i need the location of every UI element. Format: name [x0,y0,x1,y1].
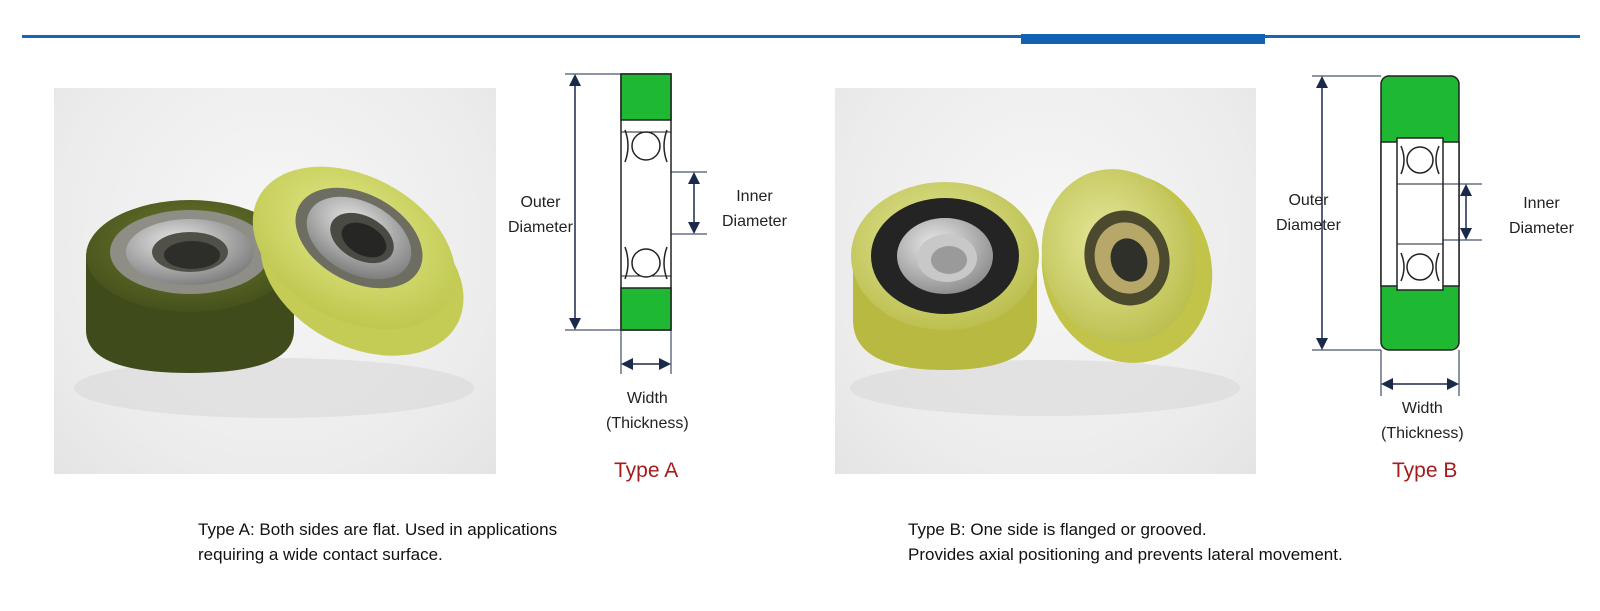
top-rule [22,35,1580,38]
type-a-width-label-line2: (Thickness) [606,415,689,432]
type-a-outer-label-line1: Outer [520,194,561,211]
type-a-caption-line2: requiring a wide contact surface. [198,545,443,564]
type-b-caption: Type B: One side is flanged or grooved. … [908,517,1343,567]
photo-type-a [54,88,496,474]
diagram-type-b [1260,60,1600,470]
type-a-outer-label-line2: Diameter [508,219,573,236]
type-b-caption-line1: Type B: One side is flanged or grooved. [908,520,1207,539]
type-b-outer-label-line1: Outer [1288,192,1329,209]
type-b-caption-line2: Provides axial positioning and prevents … [908,545,1343,564]
type-b-width-label-line1: Width [1401,400,1443,417]
type-a-outer-diameter-label: Outer Diameter [508,190,573,240]
type-a-title: Type A [614,459,679,482]
diagram-type-a-drawing [565,73,707,374]
type-a-width-label-line1: Width [626,390,668,407]
diagram-type-b-drawing [1312,75,1482,396]
type-b-inner-label-line1: Inner [1523,195,1560,212]
type-a-inner-diameter-label: Inner Diameter [722,184,787,234]
type-a-inner-label-line1: Inner [736,188,773,205]
type-b-inner-diameter-label: Inner Diameter [1509,191,1574,241]
type-a-inner-label-line2: Diameter [722,213,787,230]
photo-type-b [835,88,1256,474]
photo-type-a-drawing [74,166,474,418]
photo-type-b-drawing [850,169,1240,416]
type-b-title: Type B [1392,459,1458,482]
diagram-type-a [495,60,815,460]
top-rule-accent [1021,34,1265,44]
type-b-outer-label-line2: Diameter [1276,217,1341,234]
type-a-width-label: Width (Thickness) [606,386,689,436]
type-b-inner-label-line2: Diameter [1509,220,1574,237]
type-b-width-label: Width (Thickness) [1381,396,1464,446]
type-b-outer-diameter-label: Outer Diameter [1276,188,1341,238]
type-b-width-label-line2: (Thickness) [1381,425,1464,442]
type-a-caption-line1: Type A: Both sides are flat. Used in app… [198,520,558,539]
type-a-caption: Type A: Both sides are flat. Used in app… [198,517,557,567]
